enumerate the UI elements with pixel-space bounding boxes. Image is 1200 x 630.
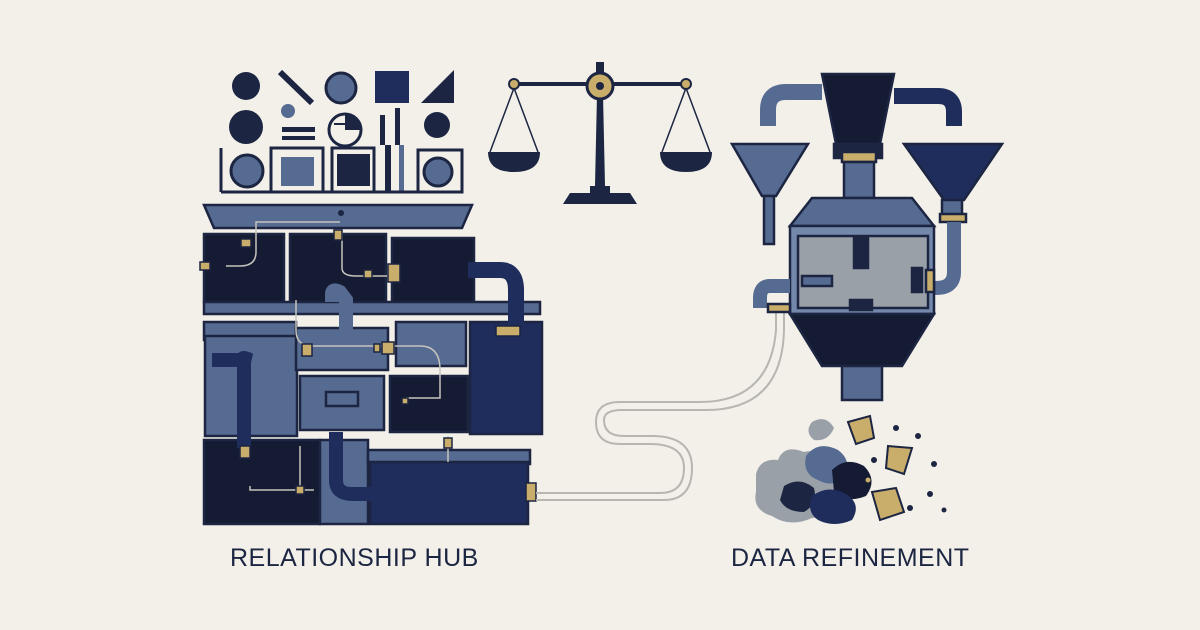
data-refinement-caption: DATA REFINEMENT bbox=[731, 544, 970, 572]
shape-grid-illustration bbox=[219, 69, 464, 194]
balance-scale-illustration bbox=[488, 62, 712, 204]
link-cable bbox=[536, 308, 785, 501]
hub-connectors bbox=[199, 229, 537, 502]
relationship-hub-caption: RELATIONSHIP HUB bbox=[230, 544, 479, 572]
relationship-hub-machine bbox=[202, 203, 544, 526]
hub-wires bbox=[226, 221, 449, 491]
data-refinement-machine bbox=[729, 72, 1005, 402]
particle-pile-illustration bbox=[755, 414, 947, 524]
